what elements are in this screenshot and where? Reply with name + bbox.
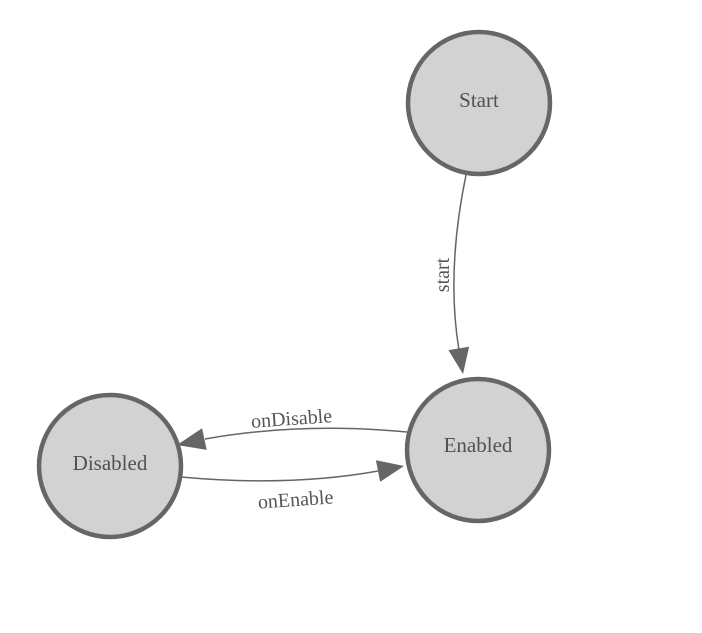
state-node-enabled-label: Enabled [444, 433, 513, 457]
edge-enabled-to-disabled: onDisable [177, 405, 408, 450]
arrowhead-icon [375, 460, 404, 482]
edge-label-start: start [432, 257, 454, 292]
arrowhead-icon [177, 428, 207, 450]
state-node-disabled-label: Disabled [73, 451, 148, 475]
edge-start-to-enabled: start [432, 174, 470, 374]
state-node-start-circle[interactable] [405, 29, 553, 177]
edge-start-to-enabled-line [453, 174, 467, 351]
edge-disabled-to-enabled-line [180, 470, 379, 482]
edge-disabled-to-enabled: onEnable [180, 460, 404, 514]
edge-label-onenable: onEnable [257, 486, 334, 513]
state-node-start[interactable]: Start [405, 29, 553, 177]
state-node-disabled[interactable]: Disabled [36, 392, 184, 540]
arrowhead-icon [448, 346, 470, 374]
state-node-enabled-circle[interactable] [404, 376, 552, 524]
state-node-enabled[interactable]: Enabled [404, 376, 552, 524]
state-node-start-label: Start [459, 88, 499, 112]
edge-enabled-to-disabled-line [204, 427, 408, 440]
state-node-disabled-circle[interactable] [36, 392, 184, 540]
